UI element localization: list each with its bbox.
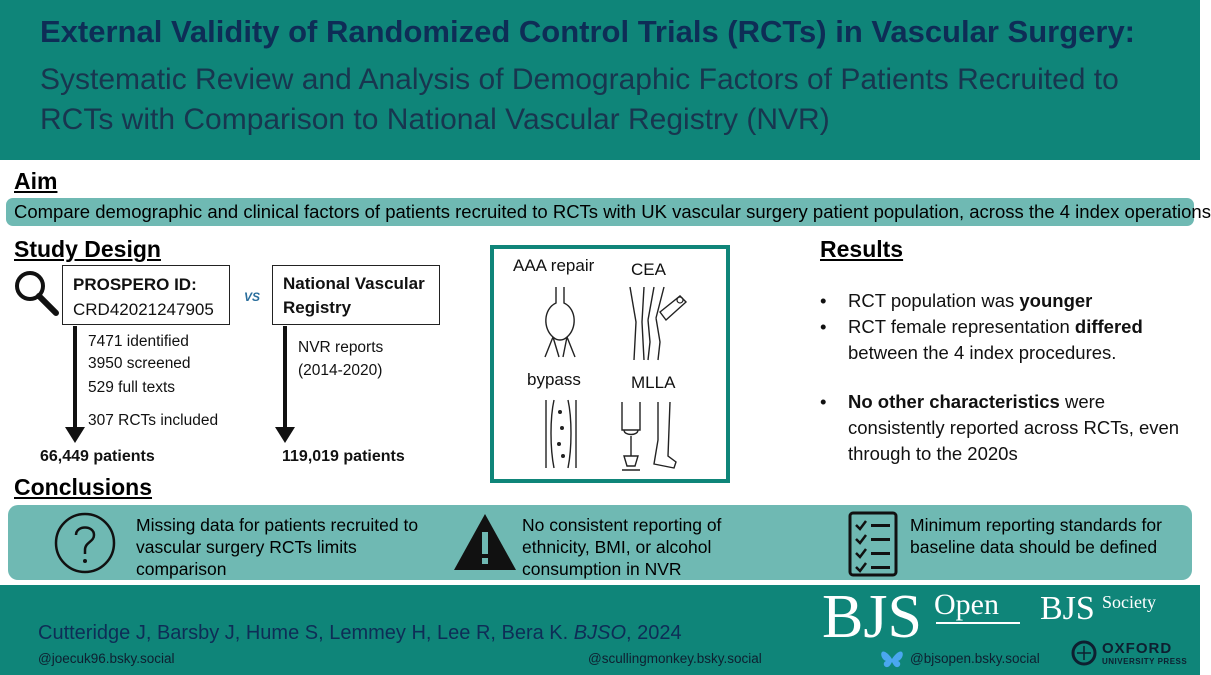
procedures-panel bbox=[490, 245, 730, 483]
vs-label: VS bbox=[244, 290, 261, 304]
footer-banner bbox=[0, 585, 1200, 675]
prospero-box: PROSPERO ID: CRD42021247905 bbox=[62, 265, 230, 325]
conclusions-heading: Conclusions bbox=[14, 474, 153, 500]
conclusions-panel bbox=[8, 505, 1192, 580]
rct-arrow-line bbox=[73, 326, 77, 429]
result-item: •RCT female representation differed betw… bbox=[820, 316, 1143, 363]
prospero-id: CRD42021247905 bbox=[73, 300, 214, 319]
bjs-open-logo-main: BJS bbox=[822, 583, 922, 651]
result-item: •RCT population was younger bbox=[820, 288, 1190, 314]
page-subtitle: Systematic Review and Analysis of Demogr… bbox=[40, 63, 1119, 136]
bullet: • bbox=[820, 316, 827, 337]
nvr-patients: 119,019 patients bbox=[282, 448, 405, 465]
full-texts-count: 529 full texts bbox=[88, 379, 176, 396]
logo-underline bbox=[936, 622, 1020, 624]
oxford-emblem-icon bbox=[1071, 640, 1097, 666]
handle-joecuk[interactable]: @joecuk96.bsky.social bbox=[38, 651, 175, 666]
result-item: •No other characteristics were consisten… bbox=[820, 391, 1180, 464]
amputation-icon bbox=[621, 401, 677, 471]
results-heading: Results bbox=[820, 236, 904, 262]
identified-count: 7471 identified bbox=[88, 333, 189, 350]
oxford-logo-subword: UNIVERSITY PRESS bbox=[1102, 657, 1188, 666]
bjs-society-logo-main: BJS bbox=[1040, 590, 1095, 627]
bjs-society-logo-word: Society bbox=[1102, 592, 1156, 612]
conclusion-text-3: Minimum reporting standards for baseline… bbox=[910, 515, 1162, 557]
oxford-logo-word: OXFORD bbox=[1102, 640, 1173, 657]
title-banner bbox=[0, 0, 1200, 160]
carotid-icon bbox=[629, 286, 688, 361]
procedure-aaa-label: AAA repair bbox=[513, 256, 595, 275]
study-design-heading: Study Design bbox=[14, 236, 161, 262]
question-icon bbox=[54, 512, 116, 574]
page-title: External Validity of Randomized Control … bbox=[40, 14, 1136, 49]
warning-icon bbox=[454, 514, 516, 570]
nvr-arrow-line bbox=[283, 326, 287, 429]
aim-heading: Aim bbox=[14, 168, 58, 194]
rcts-included-count: 307 RCTs included bbox=[88, 412, 219, 429]
procedure-cea-label: CEA bbox=[631, 260, 666, 279]
rct-arrow-head bbox=[65, 427, 85, 443]
aim-text: Compare demographic and clinical factors… bbox=[6, 198, 1211, 226]
procedure-mlla-label: MLLA bbox=[631, 373, 676, 392]
handle-scullingmonkey[interactable]: @scullingmonkey.bsky.social bbox=[588, 651, 762, 666]
screened-count: 3950 screened bbox=[88, 355, 191, 372]
handle-bjsopen[interactable]: @bjsopen.bsky.social bbox=[910, 651, 1040, 666]
nvr-arrow-head bbox=[275, 427, 295, 443]
procedure-bypass-label: bypass bbox=[527, 370, 581, 389]
nvr-box: National Vascular Registry bbox=[272, 265, 440, 325]
nvr-reports: NVR reports (2014-2020) bbox=[298, 339, 384, 379]
bullet: • bbox=[820, 290, 827, 311]
bluesky-icon bbox=[881, 651, 903, 668]
search-icon bbox=[15, 271, 59, 316]
bypass-icon bbox=[545, 399, 577, 469]
conclusion-text-2: No consistent reporting of ethnicity, BM… bbox=[522, 515, 722, 579]
aorta-icon bbox=[544, 287, 576, 358]
conclusion-text-1: Missing data for patients recruited to v… bbox=[136, 515, 419, 579]
prospero-label: PROSPERO ID: bbox=[73, 275, 197, 294]
author-citation: Cutteridge J, Barsby J, Hume S, Lemmey H… bbox=[38, 622, 682, 644]
bjs-open-logo-word: Open bbox=[934, 588, 999, 621]
bullet: • bbox=[820, 391, 827, 412]
checklist-icon bbox=[848, 511, 898, 577]
rct-patients: 66,449 patients bbox=[40, 448, 155, 465]
